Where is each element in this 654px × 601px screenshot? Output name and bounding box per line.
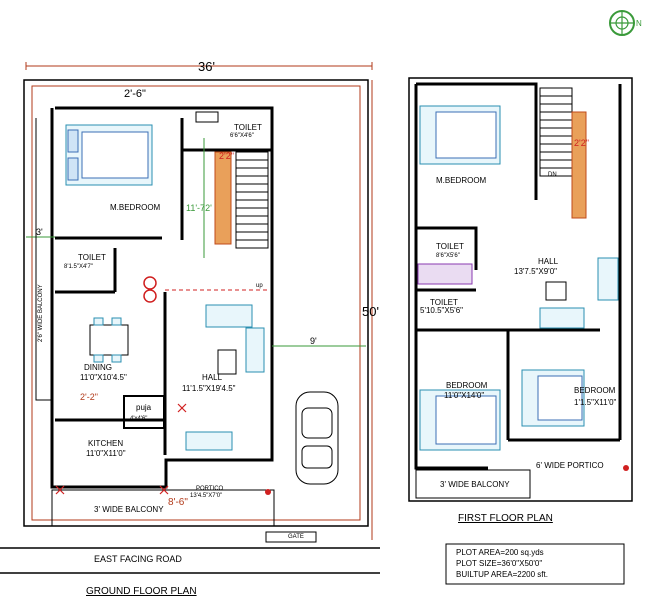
gf-bed-icon: [65, 124, 153, 186]
ff-bedroom-2-size: 1'1.5"X11'0": [574, 398, 617, 407]
gf-width-dimension: 36': [198, 59, 215, 74]
ff-sofa-icon: [539, 307, 585, 329]
gf-puja-size: 4'x4'6": [130, 416, 147, 422]
gf-car-icon: [295, 391, 339, 485]
ff-hall-size: 13'7.5"X9'0": [514, 267, 557, 276]
gf-left-dimension: 3': [36, 227, 43, 237]
ff-staircase: [539, 87, 573, 177]
gf-gate-label: GATE: [288, 534, 304, 540]
ff-bed-icon-1: [419, 105, 501, 165]
compass: N: [609, 10, 642, 36]
gf-dining-dimension: 2'-2": [80, 392, 98, 402]
gf-side-balcony-label: 2'6" WIDE BALCONY: [38, 284, 44, 342]
ff-red-marker: [623, 465, 629, 471]
gf-road-label: EAST FACING ROAD: [94, 554, 182, 564]
gf-dining-table-icon: [89, 317, 129, 363]
gf-toilet-top-name: TOILET: [234, 123, 262, 132]
gf-up-label: up: [256, 283, 263, 289]
gf-dining-name: DINING: [84, 363, 112, 372]
ff-bed-icon-2: [419, 389, 501, 451]
gf-gate: [265, 531, 317, 543]
gf-sofa-icon: [185, 304, 265, 451]
gf-hall-size: 11'1.5"X19'4.5": [182, 384, 236, 393]
ff-bed-icon-3: [521, 369, 585, 427]
gf-puja-room: [123, 395, 165, 429]
ff-toilet-2-name: TOILET: [430, 298, 458, 307]
gf-setback-dimension: 2'-6": [124, 88, 146, 100]
ff-toilet-1-size: 8'6"X5'6": [436, 253, 460, 259]
gf-depth-dimension: 50': [362, 304, 379, 319]
gf-right-dimension: 9': [310, 336, 317, 346]
gf-portico-size: 13'4.5"X7'0": [190, 493, 222, 499]
ff-bedroom-1-name: BEDROOM: [446, 381, 488, 390]
ff-dn-label: DN: [548, 172, 557, 178]
ff-portico-label: 6' WIDE PORTICO: [536, 461, 604, 470]
gf-bottom-balcony-label: 3' WIDE BALCONY: [94, 505, 164, 514]
gf-door-dimension: 2'2": [219, 151, 234, 161]
ff-toilet-2-size: 5'10.5"X5'6": [420, 306, 463, 315]
ff-outline: [408, 77, 633, 502]
gf-stair-dimension: 11'-72': [186, 203, 212, 213]
ff-title: FIRST FLOOR PLAN: [458, 513, 553, 524]
gf-toilet-left-name: TOILET: [78, 253, 106, 262]
ff-balcony-label: 3' WIDE BALCONY: [440, 480, 510, 489]
gf-kitchen-name: KITCHEN: [88, 439, 123, 448]
gf-red-marker: [265, 489, 271, 495]
ff-hall-name: HALL: [538, 257, 559, 266]
ff-mbedroom-name: M.BEDROOM: [436, 176, 487, 185]
ff-stair-dimension: 2'2": [574, 138, 589, 148]
gf-title: GROUND FLOOR PLAN: [86, 586, 197, 597]
gf-toilet-top-size: 6'6"X4'6": [230, 133, 254, 139]
gf-portico-name: PORTICO: [196, 486, 224, 492]
plot-info-box: PLOT AREA=200 sq.yds PLOT SIZE=36'0"X50'…: [445, 543, 625, 585]
gf-hall-name: HALL: [202, 373, 223, 382]
gf-portico-dimension: 8'-6": [168, 497, 188, 508]
gf-mbedroom-name: M.BEDROOM: [110, 203, 161, 212]
plot-size-text: PLOT SIZE=36'0"X50'0": [456, 559, 542, 568]
ff-bedroom-1-size: 11'0"X14'0": [444, 391, 484, 400]
plot-area-text: PLOT AREA=200 sq.yds: [456, 548, 544, 557]
builtup-area-text: BUILTUP AREA=2200 sft.: [456, 570, 548, 579]
ground-floor-plan: 36' 50' 2'-6" 11'-72' 2'2": [0, 59, 380, 597]
gf-puja-name: puja: [136, 403, 152, 412]
first-floor-plan: 2'2" DN M.BEDROOM TOILET 8'6"X5'6" TOILE…: [408, 77, 633, 524]
ff-bedroom-2-name: BEDROOM: [574, 386, 616, 395]
compass-north-label: N: [636, 19, 642, 28]
gf-kitchen-size: 11'0"X11'0": [86, 449, 126, 458]
gf-dining-size: 11'0"X10'4.5": [80, 373, 127, 382]
gf-toilet-left-size: 8'1.5"X4'7": [64, 264, 93, 270]
ff-toilet-1-name: TOILET: [436, 242, 464, 251]
